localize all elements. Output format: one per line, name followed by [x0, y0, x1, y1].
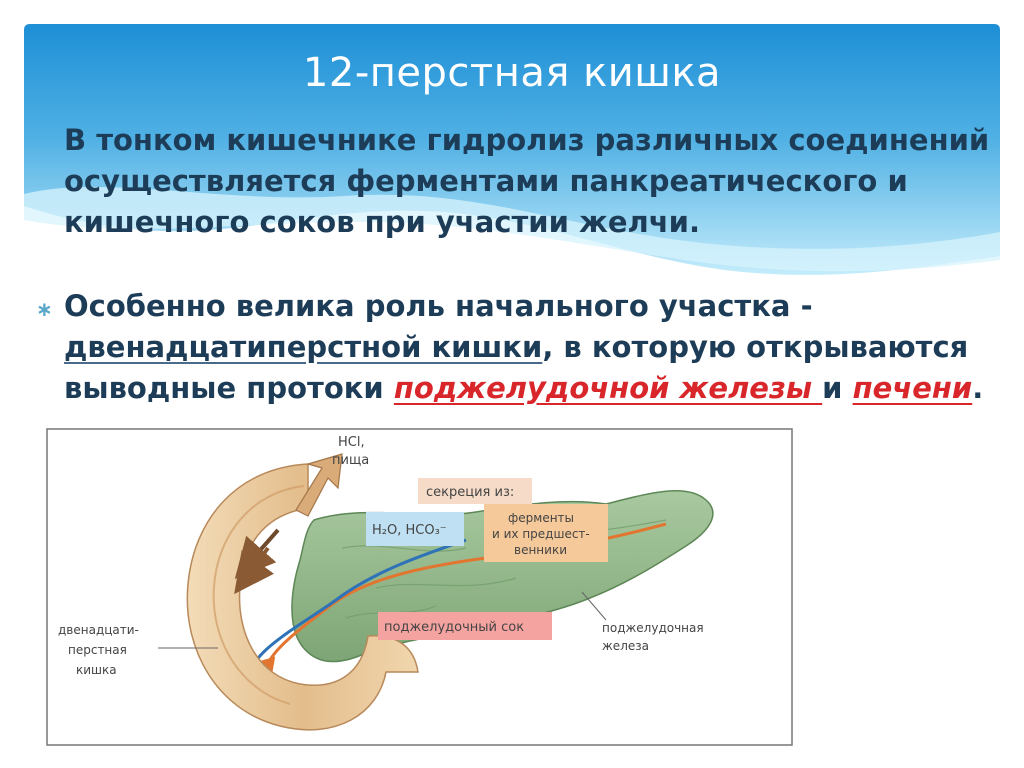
label-secretion: секреция из: [426, 485, 514, 500]
link-pancreas[interactable]: поджелудочной железы [393, 371, 823, 405]
link-liver[interactable]: печени [852, 371, 973, 405]
label-enzymes-3: венники [514, 543, 567, 557]
stomach-inflow-arrow [295, 453, 343, 517]
label-duodenum-2: перстная [68, 643, 127, 657]
link-duodenum[interactable]: двенадцатиперстной кишки [64, 330, 543, 364]
secretion-box [418, 478, 532, 504]
bullet-text-part2: , в которую открываются выводные протоки [64, 330, 969, 405]
label-food: пища [332, 453, 369, 468]
label-enzymes-2: и их предшест- [492, 527, 590, 541]
intro-paragraph: В тонком кишечнике гидролиз различных со… [64, 123, 990, 239]
label-hcl: HCl, [338, 435, 365, 450]
label-pancreas-1: поджелудочная [602, 621, 704, 635]
water-bicarb-box [366, 512, 464, 546]
label-pancreas-2: железа [602, 639, 649, 653]
enzymes-box [484, 504, 608, 562]
label-juice: поджелудочный сок [384, 620, 524, 635]
juice-box [378, 612, 552, 640]
duodenum-fold [212, 485, 305, 705]
label-duodenum-1: двенадцати- [58, 623, 139, 637]
anatomy-diagram: HCl, пища секреция из: H₂O, HCO₃⁻ фермен… [46, 428, 793, 746]
pancreatic-duct-blue [231, 538, 467, 692]
bullet-text-part4: . [972, 371, 984, 405]
label-enzymes-1: ферменты [508, 511, 574, 525]
bullet-text-part1: Особенно велика роль начального участка … [64, 289, 813, 323]
anatomy-figure: HCl, пища секреция из: H₂O, HCO₃⁻ фермен… [46, 428, 798, 748]
bullet-text-part3: и [822, 371, 853, 405]
food-flow-arrow [234, 528, 280, 579]
bullet-paragraph: Особенно велика роль начального участка … [64, 286, 994, 409]
bullet-icon: ∗ [36, 297, 53, 321]
label-duodenum-3: кишка [76, 663, 117, 677]
pancreas-leader-line [581, 591, 607, 621]
slide-title: 12-перстная кишка [302, 50, 722, 96]
duodenum-shape [186, 463, 419, 731]
pancreas-texture [341, 519, 667, 619]
header-wave-band [24, 24, 1000, 275]
label-water-bicarb: H₂O, HCO₃⁻ [372, 523, 447, 538]
